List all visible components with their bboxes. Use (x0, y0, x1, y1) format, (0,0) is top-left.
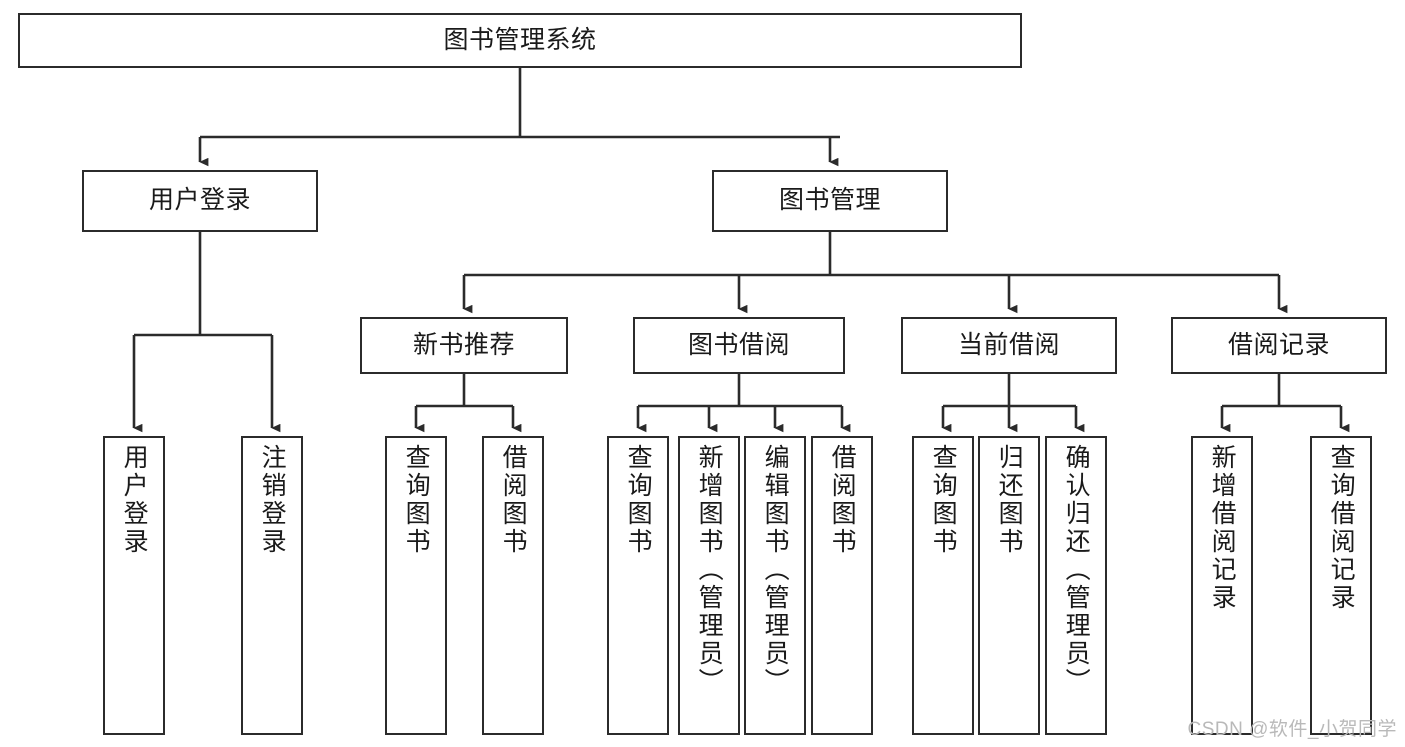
leaf-book-borrow-borrow-book[interactable]: 借阅图书 (811, 436, 873, 735)
leaf-book-borrow-edit-book-admin[interactable]: 编辑图书（管理员） (744, 436, 806, 735)
node-label: 确认归还（管理员） (1062, 444, 1091, 696)
node-label: 借阅记录 (1227, 330, 1330, 359)
node-label: 编辑图书（管理员） (761, 444, 790, 696)
leaf-borrow-record-add-record[interactable]: 新增借阅记录 (1191, 436, 1253, 735)
node-book-borrow[interactable]: 图书借阅 (633, 317, 845, 374)
leaf-borrow-record-query-record[interactable]: 查询借阅记录 (1310, 436, 1372, 735)
node-label: 借阅图书 (828, 444, 857, 556)
leaf-user-login-login[interactable]: 用户登录 (103, 436, 165, 735)
leaf-new-book-query-book[interactable]: 查询图书 (385, 436, 447, 735)
node-new-book-recommend[interactable]: 新书推荐 (360, 317, 568, 374)
leaf-book-borrow-add-book-admin[interactable]: 新增图书（管理员） (678, 436, 740, 735)
leaf-user-login-logout[interactable]: 注销登录 (241, 436, 303, 735)
leaf-current-borrow-confirm-return-admin[interactable]: 确认归还（管理员） (1045, 436, 1107, 735)
node-label: 当前借阅 (957, 330, 1060, 359)
node-label: 查询图书 (929, 444, 958, 556)
node-label: 查询图书 (402, 444, 431, 556)
node-label: 新增借阅记录 (1208, 444, 1237, 612)
leaf-new-book-borrow-book[interactable]: 借阅图书 (482, 436, 544, 735)
watermark-text: CSDN @软件_小贺同学 (1187, 719, 1397, 740)
node-label: 图书管理系统 (443, 25, 597, 54)
node-label: 图书管理 (778, 186, 881, 215)
node-label: 注销登录 (258, 444, 287, 556)
node-label: 用户登录 (120, 444, 149, 556)
node-label: 查询借阅记录 (1327, 444, 1356, 612)
node-label: 借阅图书 (499, 444, 528, 556)
node-label: 新增图书（管理员） (695, 444, 724, 696)
leaf-current-borrow-return-book[interactable]: 归还图书 (978, 436, 1040, 735)
node-borrow-record[interactable]: 借阅记录 (1171, 317, 1387, 374)
node-label: 新书推荐 (412, 330, 515, 359)
leaf-current-borrow-query-book[interactable]: 查询图书 (912, 436, 974, 735)
node-user-login[interactable]: 用户登录 (82, 170, 318, 232)
node-label: 图书借阅 (687, 330, 790, 359)
node-current-borrow[interactable]: 当前借阅 (901, 317, 1117, 374)
node-book-management[interactable]: 图书管理 (712, 170, 948, 232)
node-root-book-management-system[interactable]: 图书管理系统 (18, 13, 1022, 68)
leaf-book-borrow-query-book[interactable]: 查询图书 (607, 436, 669, 735)
node-label: 归还图书 (995, 444, 1024, 556)
node-label: 查询图书 (624, 444, 653, 556)
node-label: 用户登录 (148, 186, 251, 215)
